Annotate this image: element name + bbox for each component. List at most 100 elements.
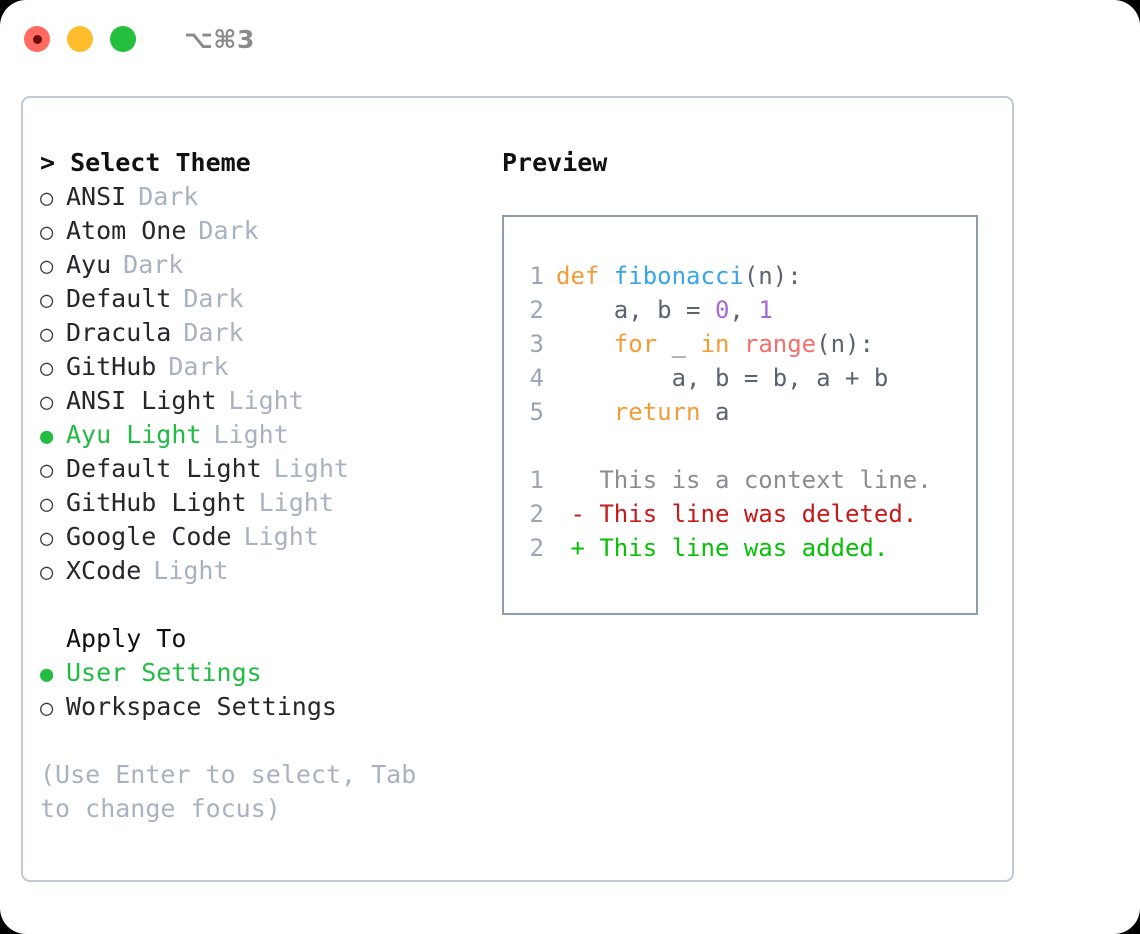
radio-unselected-icon: ○ [40,186,54,211]
theme-option-label: Google Code [66,522,232,551]
apply-to-option-label: Workspace Settings [66,692,337,721]
theme-option-kind: Light [228,386,304,415]
theme-option-label: Default Light [66,454,262,483]
theme-option-default-light[interactable]: ○ Default Light Light [40,452,510,486]
theme-option-label: GitHub [66,352,157,381]
theme-option-kind: Light [153,556,229,585]
diff-line-text: - This line was deleted. [556,500,918,528]
code-line: 4 a, b = b, a + b [518,361,970,395]
line-number: 1 [529,262,544,290]
theme-option-label: ANSI Light [66,386,217,415]
theme-option-google-code[interactable]: ○ Google Code Light [40,520,510,554]
code-token: for [613,330,658,358]
apply-to-list: ● User Settings ○ Workspace Settings [40,656,510,724]
apply-to-option-user-settings[interactable]: ● User Settings [40,656,510,690]
minimize-button[interactable] [67,26,93,52]
diff-line: 1 This is a context line. [518,463,970,497]
theme-option-ansi[interactable]: ○ ANSI Dark [40,180,510,214]
line-number: 3 [529,330,544,358]
radio-unselected-icon: ○ [40,560,54,585]
maximize-button[interactable] [110,26,136,52]
radio-unselected-icon: ○ [40,526,54,551]
preview-heading: Preview [502,148,608,177]
theme-option-label: Ayu [66,250,112,279]
theme-option-label: GitHub Light [66,488,247,517]
diff-line: 2 + This line was added. [518,531,970,565]
code-token [729,330,743,358]
code-line: 2 a, b = 0, 1 [518,293,970,327]
theme-option-kind: Light [273,454,349,483]
theme-option-label: Dracula [66,318,172,347]
keyboard-hint-text: (Use Enter to select, Tab to change focu… [40,760,417,823]
theme-option-dracula[interactable]: ○ Dracula Dark [40,316,510,350]
theme-option-kind: Light [258,488,334,517]
code-diff-separator [518,429,970,463]
theme-option-xcode[interactable]: ○ XCode Light [40,554,510,588]
apply-to-option-workspace-settings[interactable]: ○ Workspace Settings [40,690,510,724]
radio-unselected-icon: ○ [40,696,54,721]
code-token: (n): [816,330,874,358]
line-number: 4 [529,364,544,392]
select-theme-heading: > Select Theme [40,148,251,177]
code-token: (n): [743,262,802,290]
theme-option-kind: Dark [183,284,244,313]
line-number: 2 [529,534,544,562]
theme-option-default[interactable]: ○ Default Dark [40,282,510,316]
code-token: range [743,330,817,358]
title-bar: ⌥⌘3 [0,0,1140,78]
theme-option-label: ANSI [66,182,127,211]
radio-selected-icon: ● [40,662,54,687]
code-token: , [729,296,759,324]
code-token [556,398,614,426]
traffic-light-group [24,26,136,52]
theme-option-kind: Light [213,420,289,449]
theme-option-kind: Light [243,522,319,551]
line-number: 5 [529,398,544,426]
code-token: a, b = b, a + b [556,364,889,392]
apply-to-heading: Apply To [66,624,187,653]
radio-unselected-icon: ○ [40,356,54,381]
keyboard-shortcut-label: ⌥⌘3 [184,24,255,54]
line-number: 2 [529,500,544,528]
code-token: def [556,262,614,290]
close-button[interactable] [24,26,50,52]
theme-option-kind: Dark [198,216,259,245]
code-token: in [700,330,730,358]
theme-option-label: XCode [66,556,142,585]
code-line: 3 for _ in range(n): [518,327,970,361]
radio-unselected-icon: ○ [40,458,54,483]
code-line-text: return a [556,395,730,429]
radio-unselected-icon: ○ [40,322,54,347]
code-token: fibonacci [613,262,744,290]
theme-option-kind: Dark [168,352,229,381]
diff-line: 2 - This line was deleted. [518,497,970,531]
theme-option-kind: Dark [138,182,199,211]
theme-option-github[interactable]: ○ GitHub Dark [40,350,510,384]
apply-to-option-label: User Settings [66,658,262,687]
theme-option-kind: Dark [123,250,184,279]
theme-option-kind: Dark [183,318,244,347]
radio-unselected-icon: ○ [40,390,54,415]
line-number: 2 [529,296,544,324]
code-token: return [613,398,701,426]
line-number: 1 [529,466,544,494]
code-token: 0 [714,296,730,324]
theme-option-label: Default [66,284,172,313]
code-line-text: a, b = 0, 1 [556,293,773,327]
code-token: a, b = [556,296,715,324]
theme-option-ansi-light[interactable]: ○ ANSI Light Light [40,384,510,418]
radio-unselected-icon: ○ [40,288,54,313]
theme-option-label: Ayu Light [66,420,202,449]
code-token: _ [657,330,701,358]
code-token: 1 [758,296,773,324]
